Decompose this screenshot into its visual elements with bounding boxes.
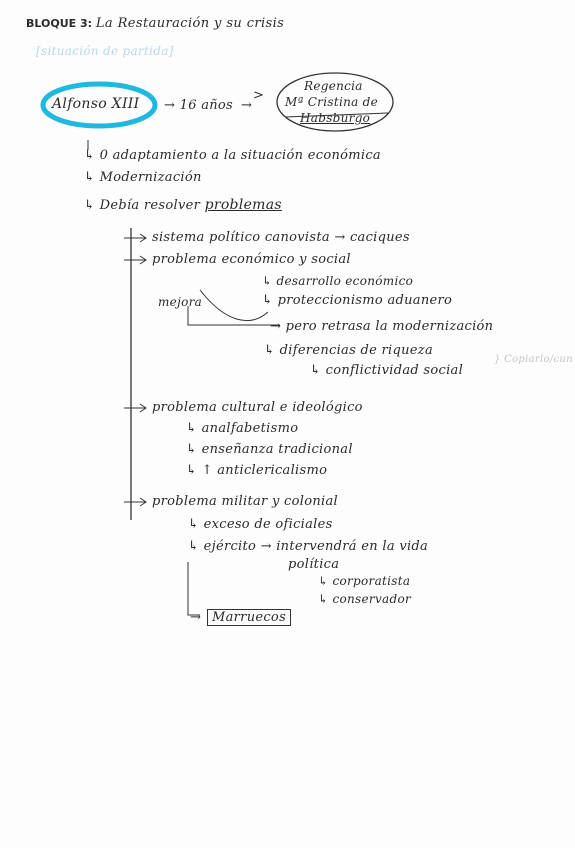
regencia-line2: Mª Cristina de xyxy=(285,95,379,109)
ejercito-item: ↳ ejército → intervendrá en la vida xyxy=(188,539,429,554)
militar-item: problema militar y colonial xyxy=(152,494,338,509)
alfonso-label: Alfonso XIII xyxy=(52,96,140,112)
page-title: BLOQUE 3: La Restauración y su crisis xyxy=(26,16,285,31)
modernizacion-item: ↳ Modernización xyxy=(84,170,202,185)
proteccionismo-item: ↳ proteccionismo aduanero xyxy=(262,293,453,308)
corporatista-item: ↳ corporatista xyxy=(318,574,411,588)
regencia-line1: Regencia xyxy=(304,79,363,93)
desarrollo-item: ↳ desarrollo económico xyxy=(262,274,414,288)
exceso-item: ↳ exceso de oficiales xyxy=(188,517,333,532)
cultural-item: problema cultural e ideológico xyxy=(152,400,363,415)
conservador-item: ↳ conservador xyxy=(318,592,412,606)
arrow-to-regencia: → xyxy=(241,98,253,113)
analfabetismo-item: ↳ analfabetismo xyxy=(186,421,299,436)
gt-sign: > xyxy=(253,88,265,103)
marruecos-box: Marruecos xyxy=(207,609,292,626)
diferencias-item: ↳ diferencias de riqueza xyxy=(264,343,433,358)
regencia-line3: Habsburgo xyxy=(300,111,371,125)
economico-item: problema económico y social xyxy=(152,252,351,267)
marruecos-arrow: → xyxy=(190,610,202,625)
ensenanza-item: ↳ enseñanza tradicional xyxy=(186,442,353,457)
adaptamiento-item: ↳ 0 adaptamiento a la situación económic… xyxy=(84,148,381,163)
mejora-label: mejora xyxy=(158,295,203,309)
age-arrow-text: → 16 años xyxy=(164,98,234,113)
conflictividad-item: ↳ conflictividad social xyxy=(310,363,464,378)
retrasa-item: → pero retrasa la modernización xyxy=(270,319,494,334)
anticlericalismo-item: ↳ ↑ anticlericalismo xyxy=(186,463,328,478)
sistema-item: sistema político canovista → caciques xyxy=(152,230,410,245)
conflictividad-note: } Copiarlo/cun xyxy=(494,354,573,365)
mejora-curve-arrow xyxy=(199,289,269,321)
politica-item: política xyxy=(288,557,340,572)
situacion-label: [situación de partida] xyxy=(36,44,174,58)
regencia-oval xyxy=(276,72,394,132)
alfonso-highlight-oval xyxy=(40,81,158,129)
debia-item: ↳ Debía resolver problemas xyxy=(84,197,282,213)
